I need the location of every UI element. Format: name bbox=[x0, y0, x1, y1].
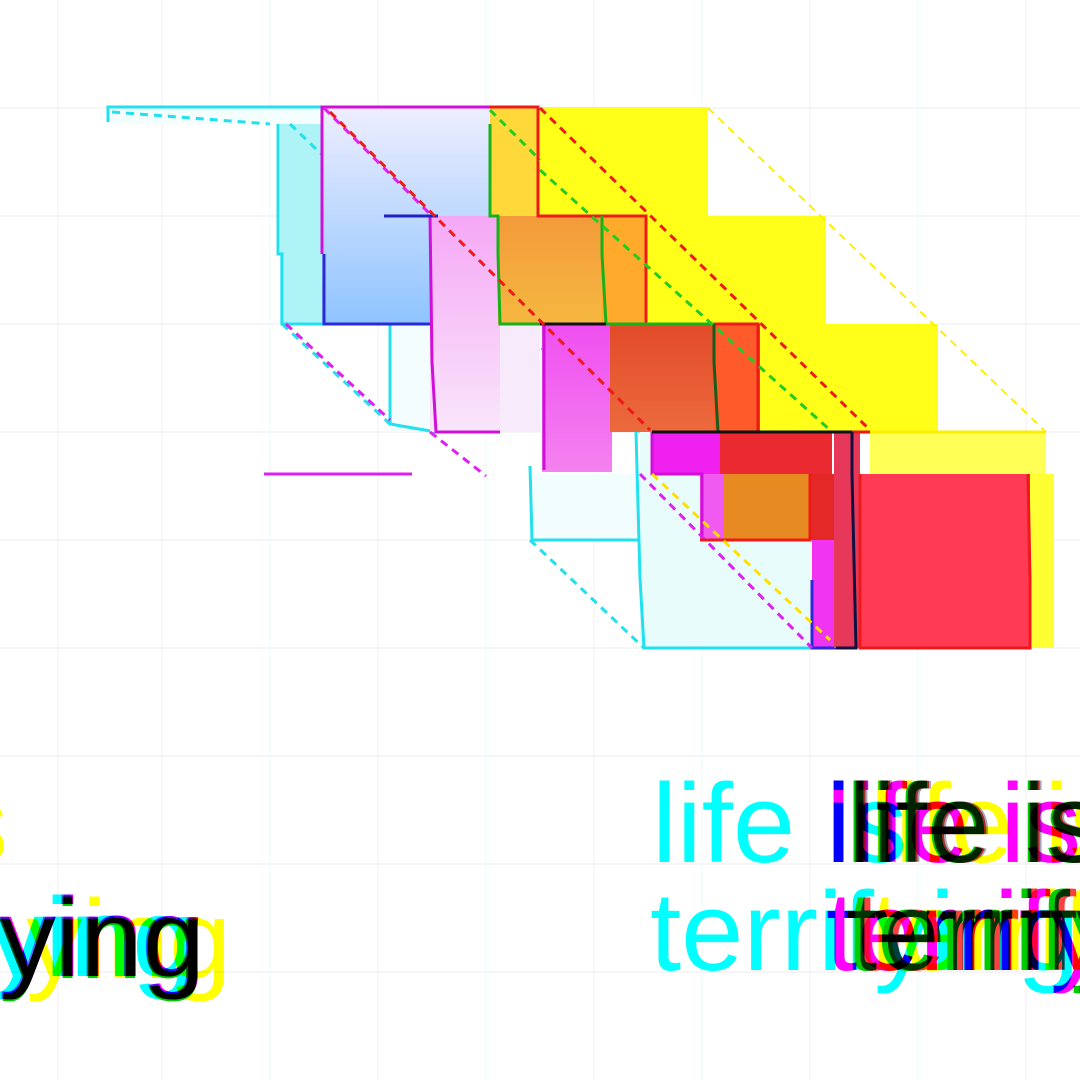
red-layer bbox=[328, 105, 1032, 650]
left-text-group: s s fying fying ying ying ying bbox=[0, 761, 231, 1002]
left-text-line1-yellow: s bbox=[0, 761, 8, 886]
left-text-line2-blue: ying bbox=[0, 875, 203, 1000]
right-text-line1-red: life is bbox=[848, 761, 1080, 886]
left-text-line2-green: fying bbox=[0, 877, 205, 1002]
magenta-layer bbox=[264, 105, 836, 650]
left-text-line2-cyan: fying bbox=[0, 875, 195, 1000]
right-text-line1-green: life is bbox=[846, 761, 1080, 886]
right-text-line2-red: terrifying bbox=[852, 869, 1080, 994]
left-text-line2-magenta: ying bbox=[0, 875, 205, 1000]
right-text-line2-yellow: terrifying bbox=[870, 869, 1080, 994]
right-text-line2-cyan: terrifying bbox=[650, 869, 1079, 994]
right-text-line1-yellow: life is bbox=[870, 761, 1080, 886]
right-text-group: life is terrifying life is terrifying li… bbox=[650, 761, 1080, 994]
right-text-line2-green: terrifying bbox=[846, 869, 1080, 994]
yellow-layer bbox=[538, 107, 1054, 648]
left-text-line2-yellow: ying bbox=[26, 877, 231, 1002]
right-text-line2-magenta: terrifying bbox=[826, 869, 1080, 994]
right-text-line1-cyan: life is bbox=[652, 761, 907, 886]
right-text-line1-dark: life is bbox=[850, 761, 1080, 886]
right-text-line1-magenta: life is bbox=[826, 761, 1080, 886]
